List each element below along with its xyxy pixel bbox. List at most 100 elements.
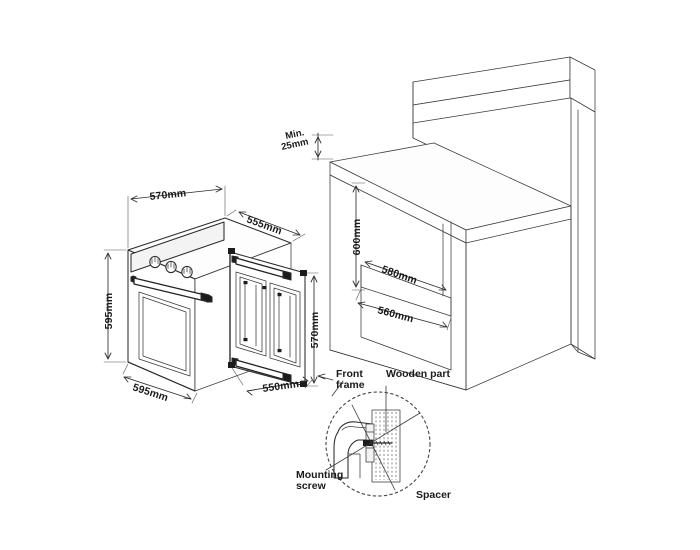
door-clip-3: [243, 338, 248, 342]
oven-door-handle[interactable]: [130, 275, 213, 303]
arrow-570-right: [215, 185, 223, 193]
arrow-595b-right: [183, 393, 192, 400]
door-corner-block-bl: [228, 362, 235, 368]
mounting-detail-callout: Front frame Wooden part Mounting screw S…: [296, 368, 451, 501]
label-oven-depth-bottom: 550mm: [262, 378, 300, 395]
wooden-post-hatch: [375, 412, 397, 480]
front-frame-shape: [333, 421, 373, 479]
niche-floor-front: [360, 286, 452, 371]
handle-right-mount: [200, 292, 213, 303]
dimension-oven-depth-bottom: 550mm: [231, 367, 313, 396]
dimension-cabinet-height: 600mm: [351, 182, 366, 291]
door-corner-block-tr: [300, 270, 307, 276]
arrow-595h-bot: [104, 352, 112, 360]
open-door-bottom-handle[interactable]: [231, 357, 292, 383]
arrow-550-left: [246, 389, 255, 396]
glass-panel-a-inner: [239, 276, 263, 353]
door-clip-2: [262, 286, 267, 290]
open-door-bottom-handle-right: [282, 372, 292, 383]
oven-assembly: 570mm 555mm 595mm 570mm: [103, 185, 321, 404]
dimension-oven-height-left: 595mm: [103, 249, 127, 363]
arrow-570-left: [130, 195, 138, 203]
dimline-570-top: [130, 188, 223, 200]
arrow-570h-top: [310, 275, 318, 283]
knob-2-marks: [167, 261, 175, 269]
arrow-25-top: [314, 136, 322, 144]
cabinet-assembly: Min. 25mm 600mm 580mm 560mm: [280, 56, 596, 391]
leader-mounting-screw: [325, 412, 421, 471]
label-spacer: Spacer: [416, 489, 451, 501]
ext-595b-left: [122, 363, 129, 375]
control-knobs[interactable]: [149, 255, 193, 279]
arrow-570h-bot: [310, 376, 318, 384]
oven-bottom-edge: [127, 361, 196, 392]
ext-560-right: [446, 317, 452, 331]
oven-control-panel: [130, 221, 225, 279]
front-frame-profile: [333, 421, 373, 479]
dimension-oven-width-top: 570mm: [127, 185, 226, 249]
label-mounting-screw-line1: Mounting: [296, 469, 343, 481]
arrow-600-top: [352, 185, 360, 193]
arrow-550-right: [300, 376, 309, 382]
door-glass-panel-b: [269, 282, 301, 368]
knob-3-marks: [183, 266, 191, 274]
right-panel-face: [570, 97, 596, 360]
right-panel-bottom: [570, 343, 596, 360]
oven-open-door: [228, 248, 307, 387]
door-corner-block-tl: [228, 248, 235, 254]
door-window-inner: [142, 296, 187, 372]
label-oven-width-top: 570mm: [149, 187, 187, 203]
door-clip-1: [243, 281, 248, 285]
arrow-555-right: [292, 229, 301, 236]
dimline-550: [246, 380, 309, 392]
ext-550-left: [231, 367, 244, 386]
arrow-560-right: [439, 321, 448, 328]
knob-1-marks: [151, 256, 159, 264]
door-glass-panel-a: [235, 271, 267, 357]
open-door-top-handle[interactable]: [231, 255, 292, 281]
cabinet-right-panel: [570, 97, 596, 360]
mounting-screw: [363, 440, 393, 446]
label-clearance-line1: Min.: [284, 127, 305, 142]
dimline-555: [238, 211, 301, 236]
dimline-595b: [123, 376, 192, 400]
label-front-frame-line1: Front: [336, 368, 363, 380]
wooden-post: [371, 409, 401, 483]
label-wooden-part: Wooden part: [386, 368, 450, 380]
leader-front-frame-to-spacer: [351, 404, 396, 491]
screw-thread: [375, 440, 391, 446]
cabinet-back-panel: [412, 56, 596, 149]
arrow-595b-left: [123, 376, 132, 383]
dimline-560: [357, 302, 448, 328]
arrow-595h-top: [104, 252, 112, 260]
arrow-front-frame: [317, 373, 326, 380]
door-corner-block-br: [300, 381, 307, 387]
label-oven-height-left: 595mm: [103, 293, 115, 330]
front-frame-inner-line: [341, 426, 369, 431]
label-oven-height-right: 570mm: [309, 312, 321, 349]
arrow-25-bot: [314, 150, 322, 158]
arrow-600-bot: [352, 280, 360, 288]
open-door-top-handle-right: [282, 270, 292, 281]
ext-560-left: [355, 288, 362, 301]
oven-door-window: [138, 291, 191, 377]
label-cabinet-height: 600mm: [351, 219, 363, 256]
door-clip-5: [277, 349, 282, 353]
arrow-555-left: [238, 211, 247, 218]
glass-panel-b-inner: [273, 287, 297, 364]
detail-circle: [325, 391, 431, 497]
leader-front-frame: [331, 380, 344, 397]
dimension-oven-height-right: 570mm: [306, 272, 321, 387]
screw-head: [363, 440, 373, 446]
arrow-580-right: [438, 284, 447, 291]
arrow-560-left: [357, 301, 366, 309]
glass-panel-a-ribs: [244, 280, 257, 347]
label-mounting-screw-line2: screw: [296, 480, 327, 492]
arrow-580-left: [364, 260, 373, 268]
door-clip-4: [277, 293, 282, 297]
ext-555-right: [292, 233, 306, 242]
glass-panel-b-ribs: [278, 291, 291, 358]
ext-550-right: [304, 379, 313, 389]
